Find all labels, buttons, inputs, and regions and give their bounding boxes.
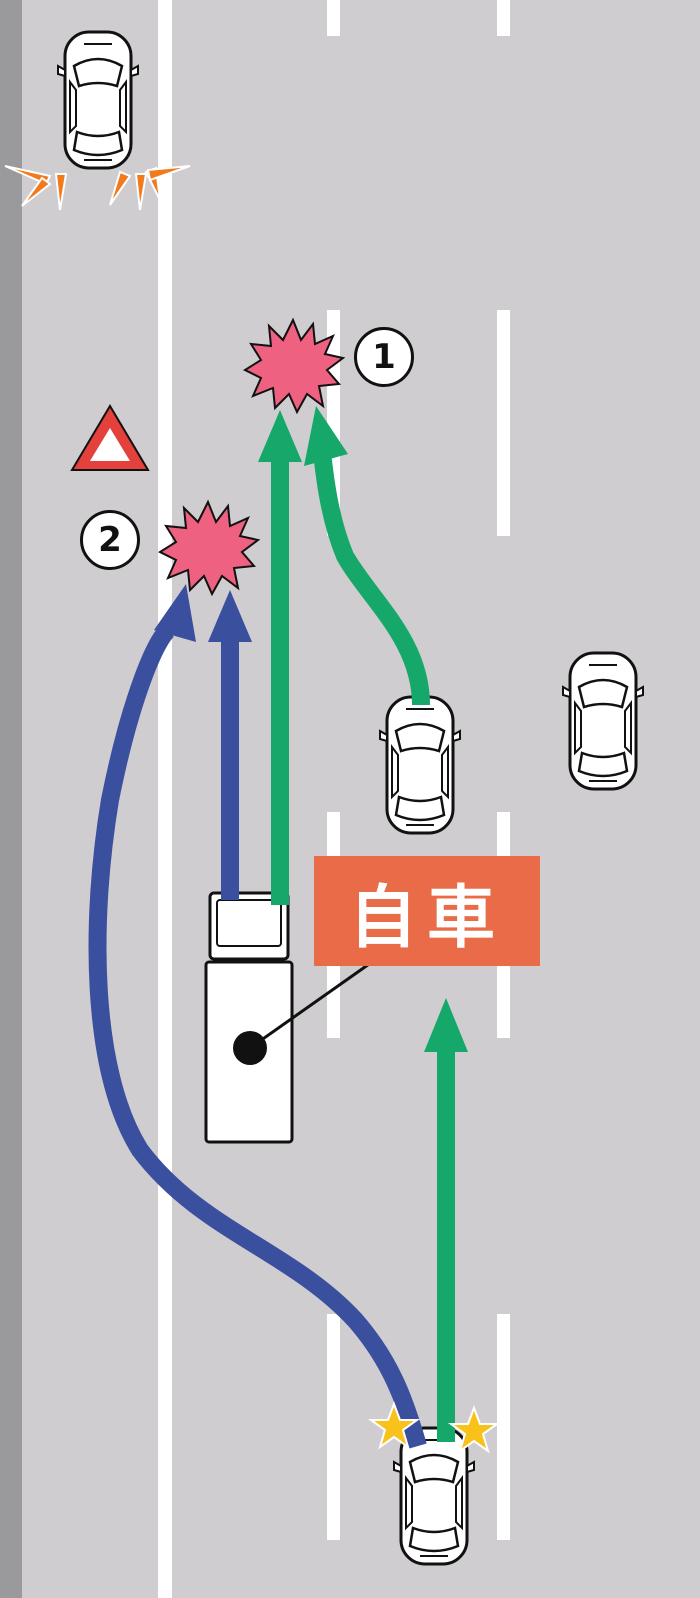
own-vehicle-label: 自車 bbox=[314, 856, 540, 966]
own-vehicle-pointer-dot bbox=[233, 1031, 267, 1065]
collision-marker-1: 1 bbox=[354, 327, 414, 387]
road-shoulder bbox=[0, 0, 22, 1598]
truck-icon bbox=[204, 891, 294, 1144]
straight-path-arrows bbox=[271, 451, 455, 1442]
collision-marker-2: 2 bbox=[80, 510, 140, 570]
arrowheads-blue bbox=[154, 584, 252, 642]
solid-lane-line bbox=[158, 0, 172, 1598]
arrowheads-green bbox=[258, 406, 468, 1052]
swerve-path-arrows bbox=[88, 619, 427, 1449]
stopped-car-icon bbox=[56, 30, 140, 170]
car-right-lane-icon bbox=[561, 651, 645, 791]
hazard-light-icon bbox=[4, 165, 191, 211]
warning-triangle-icon bbox=[70, 404, 150, 471]
label-leader-line bbox=[249, 960, 373, 1050]
car-ahead-icon bbox=[378, 695, 462, 835]
